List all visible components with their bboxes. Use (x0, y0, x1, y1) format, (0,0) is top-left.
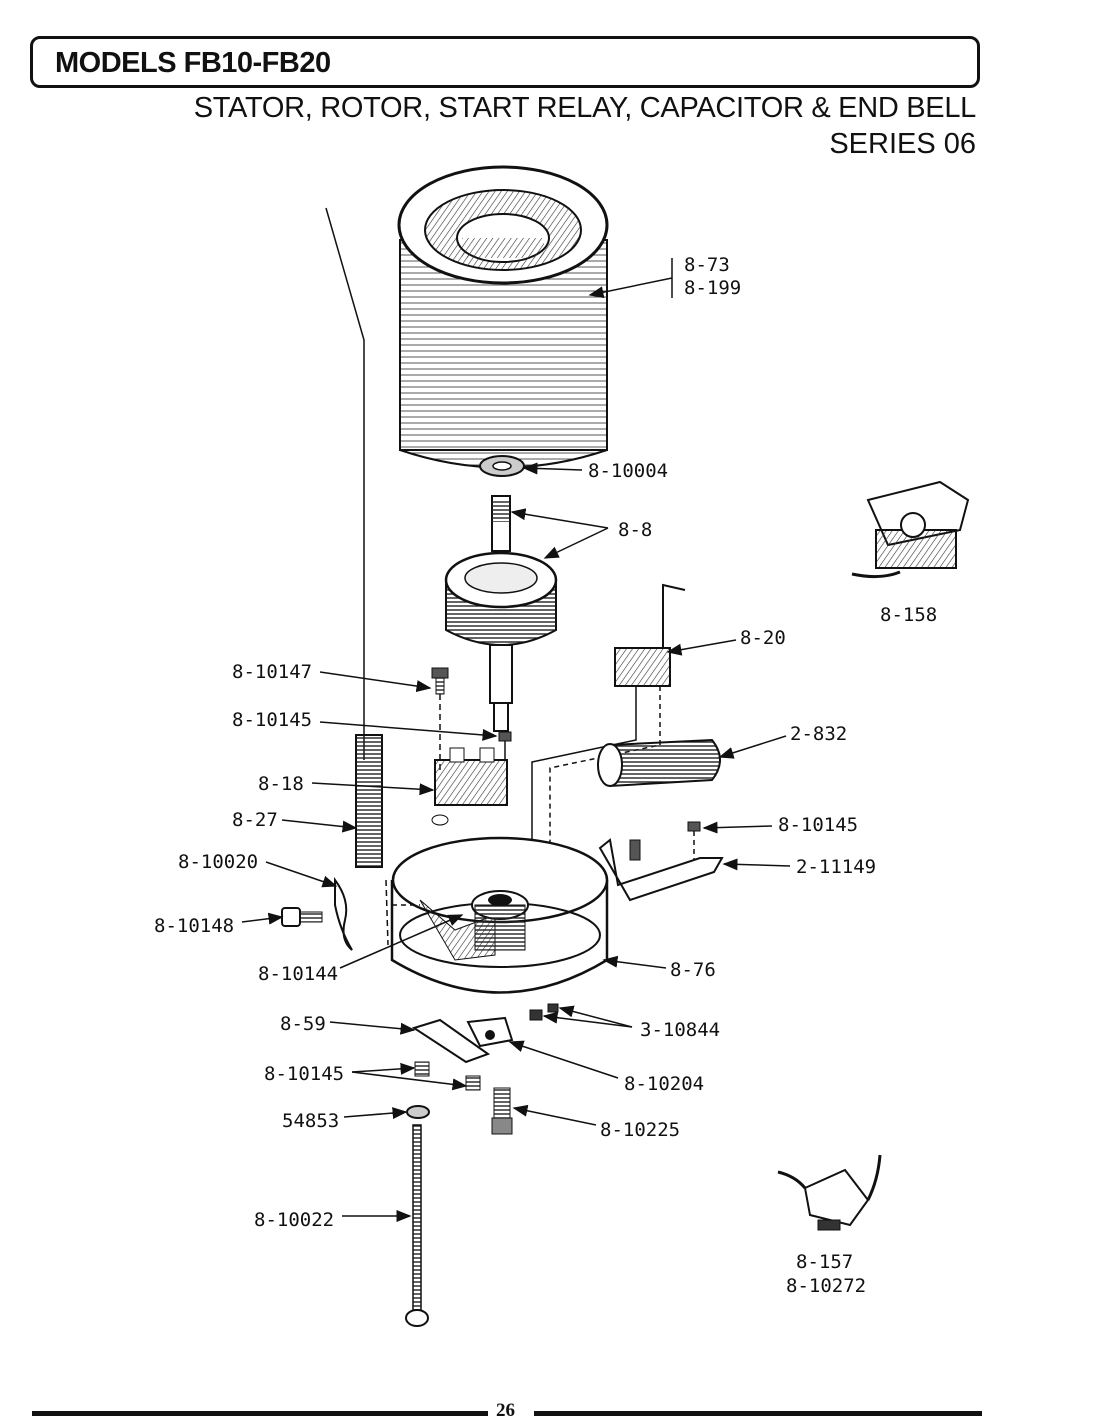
label-8-157: 8-157 (796, 1251, 853, 1273)
label-8-10145-b: 8-10145 (778, 814, 858, 836)
capacitor-illustration (597, 738, 721, 788)
switch-illustration (531, 583, 686, 910)
bottom-hardware-illustration (405, 1003, 559, 1327)
footer-rule-left (32, 1411, 488, 1416)
switch-label-group: 8-20 (666, 627, 786, 656)
spring-label-group: 8-27 (232, 809, 358, 833)
rotor-illustration (444, 495, 558, 732)
label-8-8: 8-8 (618, 519, 652, 541)
label-8-73: 8-73 (684, 254, 730, 276)
washer-illustration (479, 455, 525, 477)
label-8-10020: 8-10020 (178, 851, 258, 873)
label-8-27: 8-27 (232, 809, 278, 831)
label-3-10844: 3-10844 (640, 1019, 720, 1041)
label-8-10004: 8-10004 (588, 460, 668, 482)
label-8-10145-a: 8-10145 (232, 709, 312, 731)
label-8-10148: 8-10148 (154, 915, 234, 937)
stator-illustration (397, 165, 609, 469)
clamp-10204-label-group: 8-10204 (508, 1040, 704, 1095)
label-8-10147: 8-10147 (232, 661, 312, 683)
label-8-18: 8-18 (258, 773, 304, 795)
screw-10145a-label-group: 8-10145 (232, 709, 498, 741)
diagram-subtitle: STATOR, ROTOR, START RELAY, CAPACITOR & … (193, 92, 977, 124)
screw-10147-label-group: 8-10147 (232, 661, 432, 692)
fan-10020-label-group: 8-10020 (178, 851, 338, 888)
end-bell-label-group: 8-76 (602, 955, 716, 981)
spring-illustration (355, 734, 383, 868)
label-8-10204: 8-10204 (624, 1073, 704, 1095)
washer-54853-label-group: 54853 (282, 1107, 408, 1132)
screw-10145c-label-group: 8-10145 (264, 1062, 468, 1091)
models-title-box: MODELS FB10-FB20 (30, 36, 980, 88)
label-8-10225: 8-10225 (600, 1119, 680, 1141)
screw-10844-label-group: 3-10844 (542, 1005, 720, 1041)
label-2-832: 2-832 (790, 723, 847, 745)
label-2-11149: 2-11149 (796, 856, 876, 878)
relay-label-group: 8-18 (258, 773, 435, 796)
label-8-76: 8-76 (670, 959, 716, 981)
rotor-label-group: 8-8 (510, 508, 652, 559)
screw-10148-label-group: 8-10148 (154, 912, 284, 937)
label-8-10144: 8-10144 (258, 963, 338, 985)
capacitor-label-group: 2-832 (718, 723, 847, 759)
clip-59-label-group: 8-59 (280, 1013, 416, 1035)
bracket-illustration (598, 838, 724, 902)
label-8-59: 8-59 (280, 1013, 326, 1035)
label-8-10022: 8-10022 (254, 1209, 334, 1231)
protector-illustration (777, 1154, 882, 1231)
start-relay-illustration (431, 747, 508, 826)
label-8-10272: 8-10272 (786, 1275, 866, 1297)
footer-rule-right (534, 1411, 982, 1416)
fan-illustration (281, 876, 353, 951)
label-54853: 54853 (282, 1110, 339, 1132)
bracket-label-group: 2-11149 (722, 856, 876, 878)
relay-screws-illustration (431, 667, 512, 770)
series-label: SERIES 06 (829, 128, 976, 160)
screw-right-illustration (687, 821, 701, 870)
label-8-20: 8-20 (740, 627, 786, 649)
thru-bolt-label-group: 8-10022 (254, 1209, 412, 1231)
models-title: MODELS FB10-FB20 (55, 47, 331, 79)
end-bell-illustration (390, 836, 609, 994)
page-number: 26 (496, 1400, 515, 1421)
stator-label-group: 8-73 8-199 (588, 254, 741, 299)
label-8-10145-c: 8-10145 (264, 1063, 344, 1085)
label-8-158: 8-158 (880, 604, 937, 626)
label-8-199: 8-199 (684, 277, 741, 299)
relay-alternate-illustration (851, 480, 970, 579)
bolt-10225-label-group: 8-10225 (512, 1104, 680, 1141)
assembly-guide-line (325, 207, 389, 946)
fan-10144-label-group: 8-10144 (258, 914, 464, 985)
screw-10145b-label-group: 8-10145 (702, 814, 858, 836)
washer-label-group: 8-10004 (522, 460, 668, 482)
